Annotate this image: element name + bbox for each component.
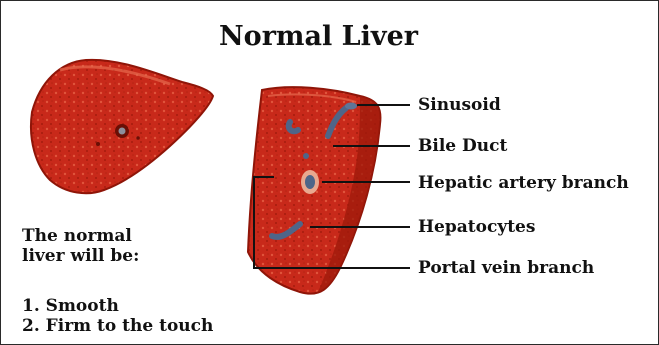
label-sinusoid: Sinusoid <box>418 95 501 115</box>
note-line-1: The normal <box>22 226 132 246</box>
note-item-smooth: 1. Smooth <box>22 296 119 316</box>
whole-liver-image <box>31 60 213 193</box>
label-bile-duct: Bile Duct <box>418 136 507 156</box>
liver-section-image <box>248 87 380 294</box>
label-portal-vein-branch: Portal vein branch <box>418 258 594 278</box>
note-line-2: liver will be: <box>22 246 139 266</box>
label-hepatocytes: Hepatocytes <box>418 217 535 237</box>
label-hepatic-artery-branch: Hepatic artery branch <box>418 173 629 193</box>
note-item-firm: 2. Firm to the touch <box>22 316 213 336</box>
